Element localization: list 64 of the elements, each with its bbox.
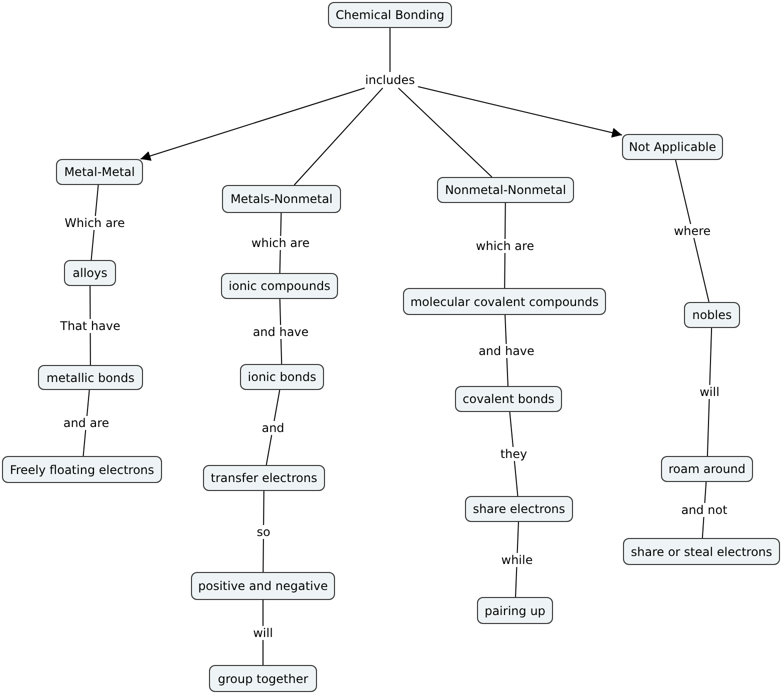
edge-label: so <box>254 524 272 538</box>
concept-box <box>209 665 317 692</box>
concept-label: ionic bonds <box>248 370 316 384</box>
concept-box <box>437 177 574 203</box>
concept-box <box>203 465 325 491</box>
concept-box <box>240 364 324 390</box>
edge-label: will <box>251 626 275 640</box>
edge-label: they <box>498 447 530 461</box>
connector-line <box>706 328 712 456</box>
edge-label: and not <box>679 503 730 517</box>
concept-box <box>477 597 553 624</box>
concept-box <box>191 572 335 600</box>
edge-label: That have <box>58 318 122 332</box>
concept-label: pairing up <box>484 604 546 618</box>
concept-label: metallic bonds <box>46 370 134 384</box>
connector-line <box>398 88 492 178</box>
edge-label: and are <box>61 416 112 430</box>
concept-label: Metal-Metal <box>64 165 135 179</box>
edge-label: which are <box>474 238 536 252</box>
concept-label: transfer electrons <box>210 471 318 485</box>
concept-box <box>622 134 723 160</box>
concept-label: covalent bonds <box>462 392 554 406</box>
edge-label: Which are <box>62 216 127 230</box>
connector-line <box>262 600 264 666</box>
edge-label: which are <box>249 236 312 250</box>
concept-label: molecular covalent compounds <box>410 294 599 308</box>
arrow <box>140 88 366 161</box>
concept-label: nobles <box>692 308 732 322</box>
edge-label: where <box>672 224 713 238</box>
concept-box <box>455 386 562 412</box>
concept-box <box>623 538 780 565</box>
concept-label: Not Applicable <box>628 140 716 154</box>
concept-box <box>56 159 143 185</box>
concept-box <box>222 185 341 213</box>
concept-label: group together <box>218 672 308 686</box>
concept-box <box>2 456 162 483</box>
linking-phrase: includes <box>362 72 418 88</box>
edge-label: and have <box>250 324 311 338</box>
connector-line <box>262 490 264 572</box>
edge-label: while <box>499 552 535 566</box>
connector-line <box>675 160 710 302</box>
concept-label: Nonmetal-Nonmetal <box>444 183 566 197</box>
concept-label: roam around <box>668 462 746 476</box>
arrow <box>418 86 622 138</box>
concept-label: positive and negative <box>198 579 328 593</box>
concept-box <box>661 456 753 482</box>
concept-box <box>221 273 338 299</box>
concept-label: Chemical Bonding <box>336 8 444 22</box>
concept-box <box>38 365 143 390</box>
concept-label: share or steal electrons <box>630 544 772 558</box>
edge-label: and have <box>476 344 536 358</box>
concept-label: share electrons <box>472 502 566 516</box>
concept-box <box>328 2 452 28</box>
concept-label: Freely floating electrons <box>10 462 154 476</box>
connector-line <box>294 88 384 186</box>
concept-box <box>465 496 573 522</box>
edge-label: will <box>698 385 722 399</box>
concept-box <box>64 260 116 286</box>
concept-label: Metals-Nonmetal <box>230 192 333 206</box>
concept-label: alloys <box>72 266 108 280</box>
concept-label: ionic compounds <box>228 279 330 293</box>
concept-box <box>684 302 740 328</box>
concept-box <box>403 288 606 315</box>
edge-label: and <box>260 420 286 434</box>
